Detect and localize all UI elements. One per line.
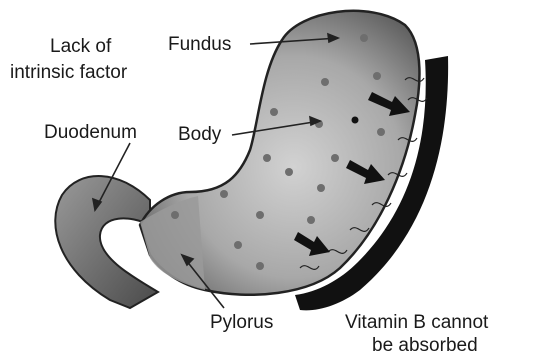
condition-label-line2: intrinsic factor — [10, 62, 127, 84]
condition-label-line1: Lack of — [50, 36, 111, 58]
duodenum-label: Duodenum — [44, 122, 137, 144]
pylorus-label: Pylorus — [210, 312, 273, 334]
duodenum-shape — [55, 176, 158, 308]
vitamin-label-line1: Vitamin B cannot — [345, 312, 488, 334]
fundus-label: Fundus — [168, 34, 231, 56]
body-label: Body — [178, 124, 221, 146]
vitamin-label-line2: be absorbed — [372, 335, 478, 357]
